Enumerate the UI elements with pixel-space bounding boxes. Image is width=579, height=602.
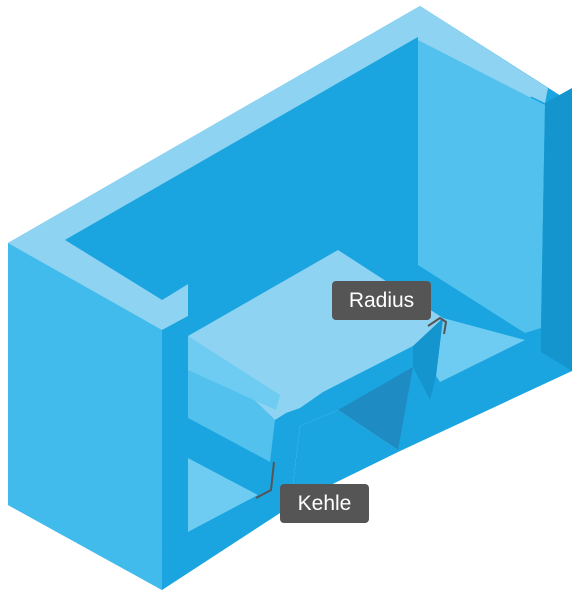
bottom-base-face <box>162 483 300 590</box>
kehle-marker-line <box>255 461 275 499</box>
notch-left-wall <box>293 410 398 500</box>
right-floor <box>436 318 525 382</box>
right-wall-outer-face <box>541 88 572 371</box>
kehle-callout-label: Kehle <box>280 484 369 523</box>
bottom-inner-rim <box>188 418 270 500</box>
left-block-front-face <box>8 243 162 590</box>
radius-callout-label: Radius <box>332 281 431 320</box>
inner-back-plane <box>65 37 418 316</box>
radius-marker-line <box>427 316 448 335</box>
notch-dark-face <box>338 367 413 450</box>
platform-front-band <box>188 336 280 410</box>
bottom-left-floor <box>188 458 258 532</box>
right-wall-inner-face <box>418 40 545 333</box>
left-block-top-face <box>8 240 188 330</box>
pillar-right-face <box>413 318 443 400</box>
left-inner-strip <box>162 316 188 590</box>
top-rim-right <box>416 37 548 103</box>
